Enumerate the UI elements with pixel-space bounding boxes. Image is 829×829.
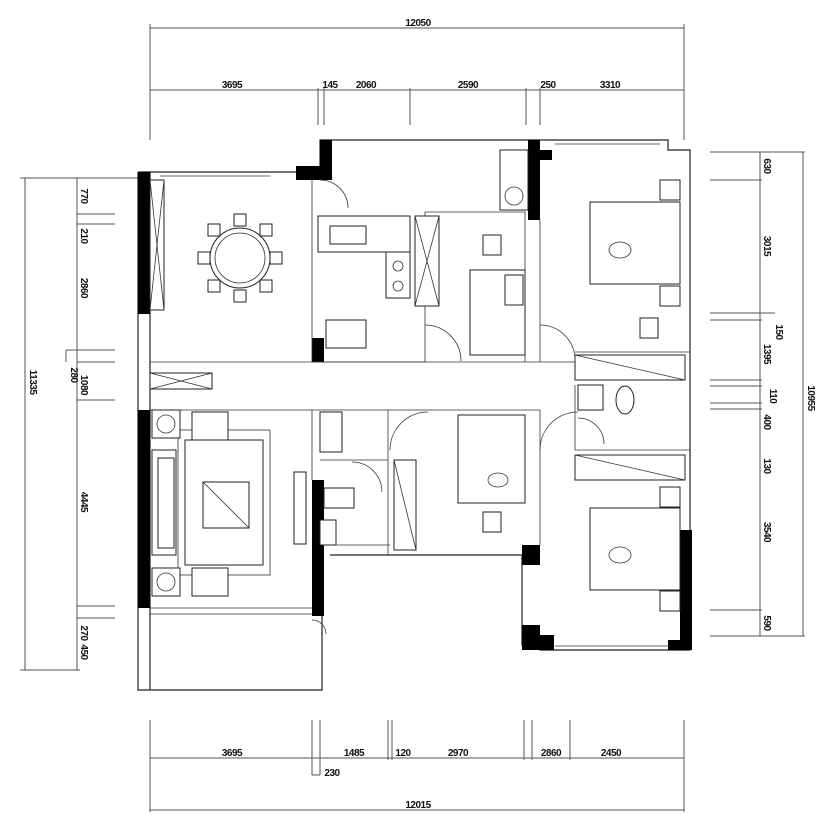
bathroom-2 xyxy=(574,354,686,481)
dim-right-4: 1395 xyxy=(761,344,772,365)
dim-bottom-5: 2860 xyxy=(541,748,562,759)
dim-bottom-1: 3695 xyxy=(222,748,243,759)
doors xyxy=(311,179,605,635)
dining-cabinet xyxy=(149,179,165,311)
living-room xyxy=(151,409,307,597)
dim-right-total: 10955 xyxy=(805,385,816,411)
dim-left-6: 4445 xyxy=(78,492,89,513)
dim-right-5: 110 xyxy=(767,389,778,405)
dim-left-2: 210 xyxy=(78,228,89,244)
dim-top-5: 250 xyxy=(540,80,556,91)
dim-top-4: 2590 xyxy=(458,80,479,91)
master-bedroom xyxy=(589,179,681,339)
dim-right-7: 130 xyxy=(761,458,772,474)
dim-left-8: 450 xyxy=(78,644,89,660)
dim-left-1: 770 xyxy=(78,188,89,204)
dim-right-3: 150 xyxy=(773,324,784,340)
dim-bottom-total: 12015 xyxy=(405,800,431,811)
entry-cabinet xyxy=(149,372,213,390)
dim-top-2: 145 xyxy=(322,80,338,91)
dim-bottom-4: 2970 xyxy=(448,748,469,759)
dim-left-7: 270 xyxy=(78,625,89,641)
dim-top-3: 2060 xyxy=(356,80,377,91)
kitchen xyxy=(317,215,440,349)
left-dimensions: 11335 770 210 2860 280 1080 4445 270 450 xyxy=(20,177,138,671)
walls xyxy=(137,139,692,691)
dim-bottom-extra: 230 xyxy=(324,768,340,779)
study xyxy=(469,149,529,356)
dim-left-total: 11335 xyxy=(27,370,38,396)
dim-right-1: 630 xyxy=(761,158,772,174)
dim-bottom-3: 120 xyxy=(395,748,411,759)
dim-right-9: 590 xyxy=(761,615,772,631)
right-dimensions: 10955 630 3015 150 1395 110 400 130 3540… xyxy=(710,151,816,637)
dim-top-total: 12050 xyxy=(405,18,431,29)
dining-table xyxy=(197,213,283,303)
dim-bottom-6: 2450 xyxy=(601,748,622,759)
dim-right-2: 3015 xyxy=(761,236,772,257)
dim-left-5: 1080 xyxy=(78,375,89,396)
bedroom-3 xyxy=(457,414,526,533)
bottom-dimensions: 3695 1485 120 2970 2860 2450 230 12015 xyxy=(149,720,685,812)
bedroom-2 xyxy=(589,486,681,612)
dim-top-6: 3310 xyxy=(600,80,621,91)
dim-top-1: 3695 xyxy=(222,80,243,91)
top-dimensions: 12050 3695 145 2060 2590 250 3310 xyxy=(149,18,685,140)
dim-left-4: 280 xyxy=(68,367,79,383)
bathroom-1 xyxy=(319,411,417,551)
dim-left-3: 2860 xyxy=(78,278,89,299)
dim-right-8: 3540 xyxy=(761,522,772,543)
dim-bottom-2: 1485 xyxy=(344,748,365,759)
dim-right-6: 400 xyxy=(761,414,772,430)
